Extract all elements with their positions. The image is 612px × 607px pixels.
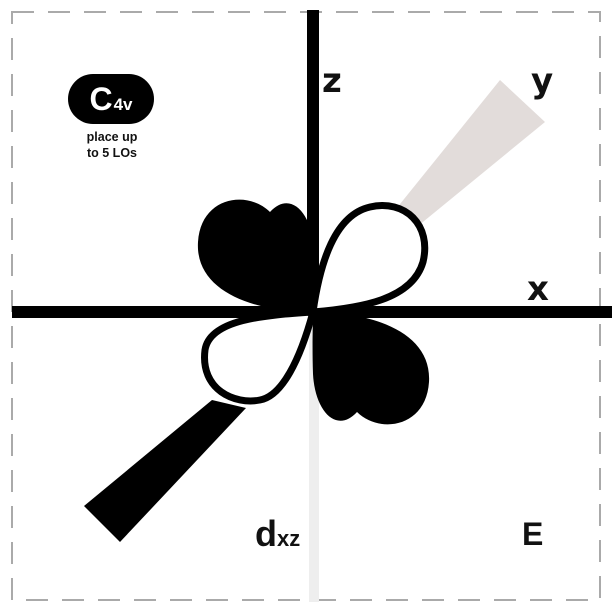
z-axis-label: z bbox=[322, 64, 342, 98]
instruction-text: place up to 5 LOs bbox=[70, 130, 154, 161]
orbital-subscript: xz bbox=[277, 526, 300, 551]
orbital-symbol: d bbox=[255, 513, 277, 554]
irrep-label: E bbox=[522, 518, 543, 550]
x-axis-label: x bbox=[527, 272, 549, 306]
y-axis-label: y bbox=[531, 64, 553, 98]
orbital-lobe-upper-right bbox=[313, 206, 425, 312]
orbital-lobe-lower-left bbox=[205, 312, 313, 401]
point-group-subscript: 4v bbox=[114, 95, 133, 115]
instruction-line-1: place up bbox=[70, 130, 154, 146]
orbital-lobe-upper-left bbox=[198, 200, 315, 312]
dxz-orbital bbox=[84, 200, 429, 542]
point-group-symbol: C bbox=[89, 81, 112, 118]
orbital-lobe-lower-right bbox=[313, 312, 430, 424]
y-axis-front-wedge bbox=[84, 400, 246, 542]
instruction-line-2: to 5 LOs bbox=[70, 146, 154, 162]
orbital-name-label: dxz bbox=[255, 516, 300, 552]
